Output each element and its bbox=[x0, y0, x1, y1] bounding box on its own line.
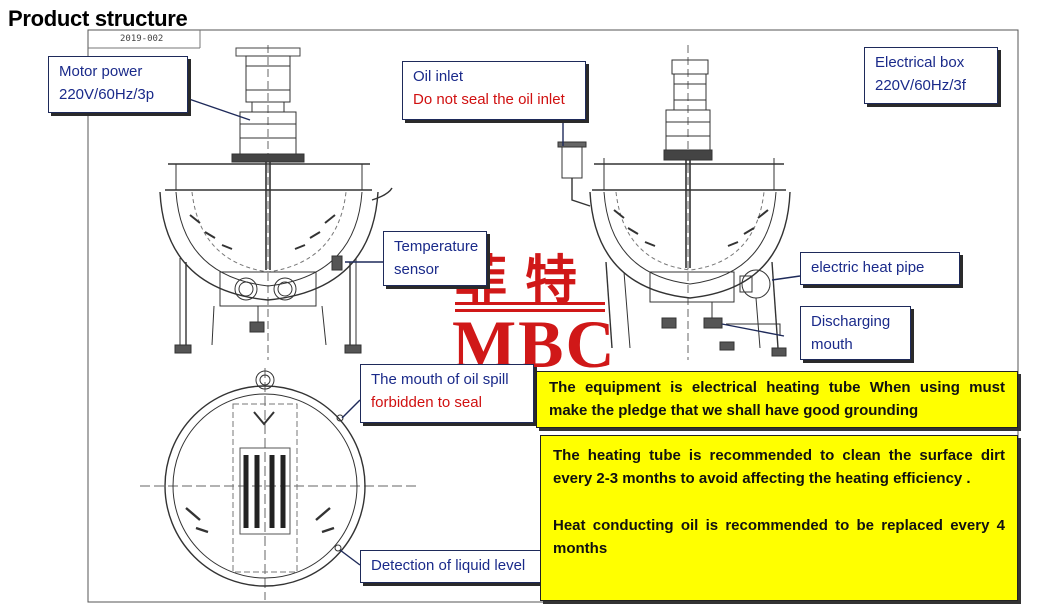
callout-motor-title: Motor power bbox=[59, 63, 143, 80]
note-grounding-text: The equipment is electrical heating tube… bbox=[549, 379, 1005, 419]
note-grounding: The equipment is electrical heating tube… bbox=[536, 371, 1018, 428]
callout-motor-spec: 220V/60Hz/3p bbox=[59, 86, 155, 103]
callout-temperature-line2: sensor bbox=[394, 261, 440, 278]
callout-liquid-level-text: Detection of liquid level bbox=[371, 557, 526, 574]
callout-oil-spill: The mouth of oil spill forbidden to seal bbox=[360, 364, 534, 423]
callout-heat-pipe-text: electric heat pipe bbox=[811, 259, 925, 276]
leader-lines bbox=[185, 97, 801, 566]
callout-electric-heat-pipe: electric heat pipe bbox=[800, 252, 960, 285]
note-maintenance: The heating tube is recommended to clean… bbox=[540, 435, 1018, 601]
callout-discharging-line1: Discharging bbox=[811, 313, 891, 330]
callout-discharging-line2: mouth bbox=[811, 336, 853, 353]
callout-liquid-level: Detection of liquid level bbox=[360, 550, 542, 583]
callout-electrical-box-spec: 220V/60Hz/3f bbox=[875, 77, 966, 94]
drawing-number: 2019-002 bbox=[120, 34, 164, 44]
brand-rule-top bbox=[455, 302, 605, 305]
callout-motor-power: Motor power 220V/60Hz/3p bbox=[48, 56, 188, 113]
note-oil-text: Heat conducting oil is recommended to be… bbox=[553, 517, 1005, 557]
right-kettle bbox=[557, 45, 791, 360]
callout-temperature-line1: Temperature bbox=[394, 238, 479, 255]
note-cleaning-text: The heating tube is recommended to clean… bbox=[553, 447, 1005, 487]
top-view bbox=[140, 368, 420, 600]
callout-electrical-box-title: Electrical box bbox=[875, 54, 965, 71]
drawing-frame bbox=[87, 29, 1019, 603]
left-kettle bbox=[159, 45, 393, 360]
callout-oil-inlet-title: Oil inlet bbox=[413, 68, 464, 85]
callout-oil-spill-title: The mouth of oil spill bbox=[371, 371, 509, 388]
brand-rule-bottom bbox=[455, 309, 605, 312]
callout-discharging-mouth: Discharging mouth bbox=[800, 306, 911, 360]
callout-oil-inlet: Oil inlet Do not seal the oil inlet bbox=[402, 61, 586, 120]
callout-temperature-sensor: Temperature sensor bbox=[383, 231, 487, 286]
page-title: Product structure bbox=[8, 6, 188, 31]
callout-electrical-box: Electrical box 220V/60Hz/3f bbox=[864, 47, 998, 104]
callout-oil-spill-warning: forbidden to seal bbox=[371, 394, 482, 411]
callout-oil-inlet-warning: Do not seal the oil inlet bbox=[413, 91, 565, 108]
